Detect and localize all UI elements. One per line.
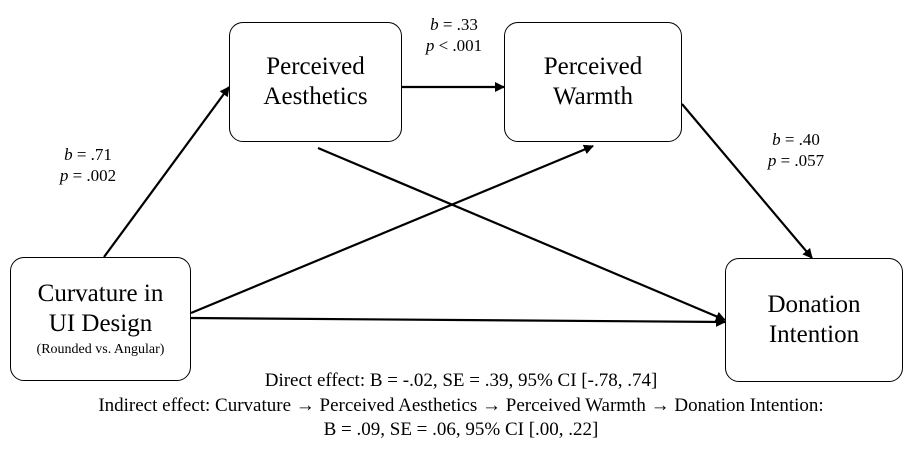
node-label: Perceived xyxy=(266,53,365,80)
p-symbol: p xyxy=(59,166,69,185)
indirect-part: Indirect effect: Curvature xyxy=(98,395,292,416)
b-symbol: b xyxy=(64,145,73,164)
b-value: = .40 xyxy=(780,130,820,149)
direct-effect-text: Direct effect: B = -.02, SE = .39, 95% C… xyxy=(264,370,658,391)
indirect-effect-text: Indirect effect: Curvature → Perceived A… xyxy=(0,394,922,418)
b-value: = .71 xyxy=(72,145,112,164)
node-label: Curvature in xyxy=(37,280,164,307)
p-value: = .002 xyxy=(68,166,117,185)
arrow-icon: → xyxy=(650,395,670,416)
b-symbol: b xyxy=(772,130,781,149)
indirect-part: Perceived Aesthetics xyxy=(319,395,478,416)
b-symbol: b xyxy=(430,15,439,34)
node-note: (Rounded vs. Angular) xyxy=(36,342,165,357)
arrow-curvature-to-warmth xyxy=(190,144,594,315)
p-symbol: p xyxy=(425,36,435,55)
node-label: Perceived xyxy=(543,53,643,80)
arrow-aesthetics-to-donation xyxy=(317,146,726,322)
arrow-curvature-to-aesthetics xyxy=(103,86,230,258)
node-label: Intention xyxy=(768,321,860,348)
node-curvature-ui-design: Curvature in UI Design (Rounded vs. Angu… xyxy=(10,257,191,381)
node-label: Warmth xyxy=(553,83,633,110)
coef-curvature-aesthetics: b = .71 p = .002 xyxy=(48,144,128,186)
arrow-icon: → xyxy=(482,395,502,416)
indirect-part: Donation Intention: xyxy=(674,395,824,416)
p-value: < .001 xyxy=(434,36,483,55)
arrow-curvature-to-donation xyxy=(190,316,726,327)
node-donation-intention: Donation Intention xyxy=(725,258,903,382)
b-value: = .33 xyxy=(438,15,478,34)
indirect-part: Perceived Warmth xyxy=(505,395,646,416)
node-perceived-warmth: Perceived Warmth xyxy=(504,22,682,142)
coef-warmth-donation: b = .40 p = .057 xyxy=(756,129,836,171)
arrow-warmth-to-donation xyxy=(681,103,813,259)
node-perceived-aesthetics: Perceived Aesthetics xyxy=(229,22,402,142)
p-value: = .057 xyxy=(776,151,825,170)
node-label: Aesthetics xyxy=(263,83,368,110)
indirect-effect-stats: B = .09, SE = .06, 95% CI [.00, .22] xyxy=(323,419,599,440)
coef-aesthetics-warmth: b = .33 p < .001 xyxy=(409,14,499,56)
node-label: Donation xyxy=(767,291,861,318)
arrow-icon: → xyxy=(295,395,315,416)
p-symbol: p xyxy=(767,151,777,170)
node-label: UI Design xyxy=(48,310,153,337)
